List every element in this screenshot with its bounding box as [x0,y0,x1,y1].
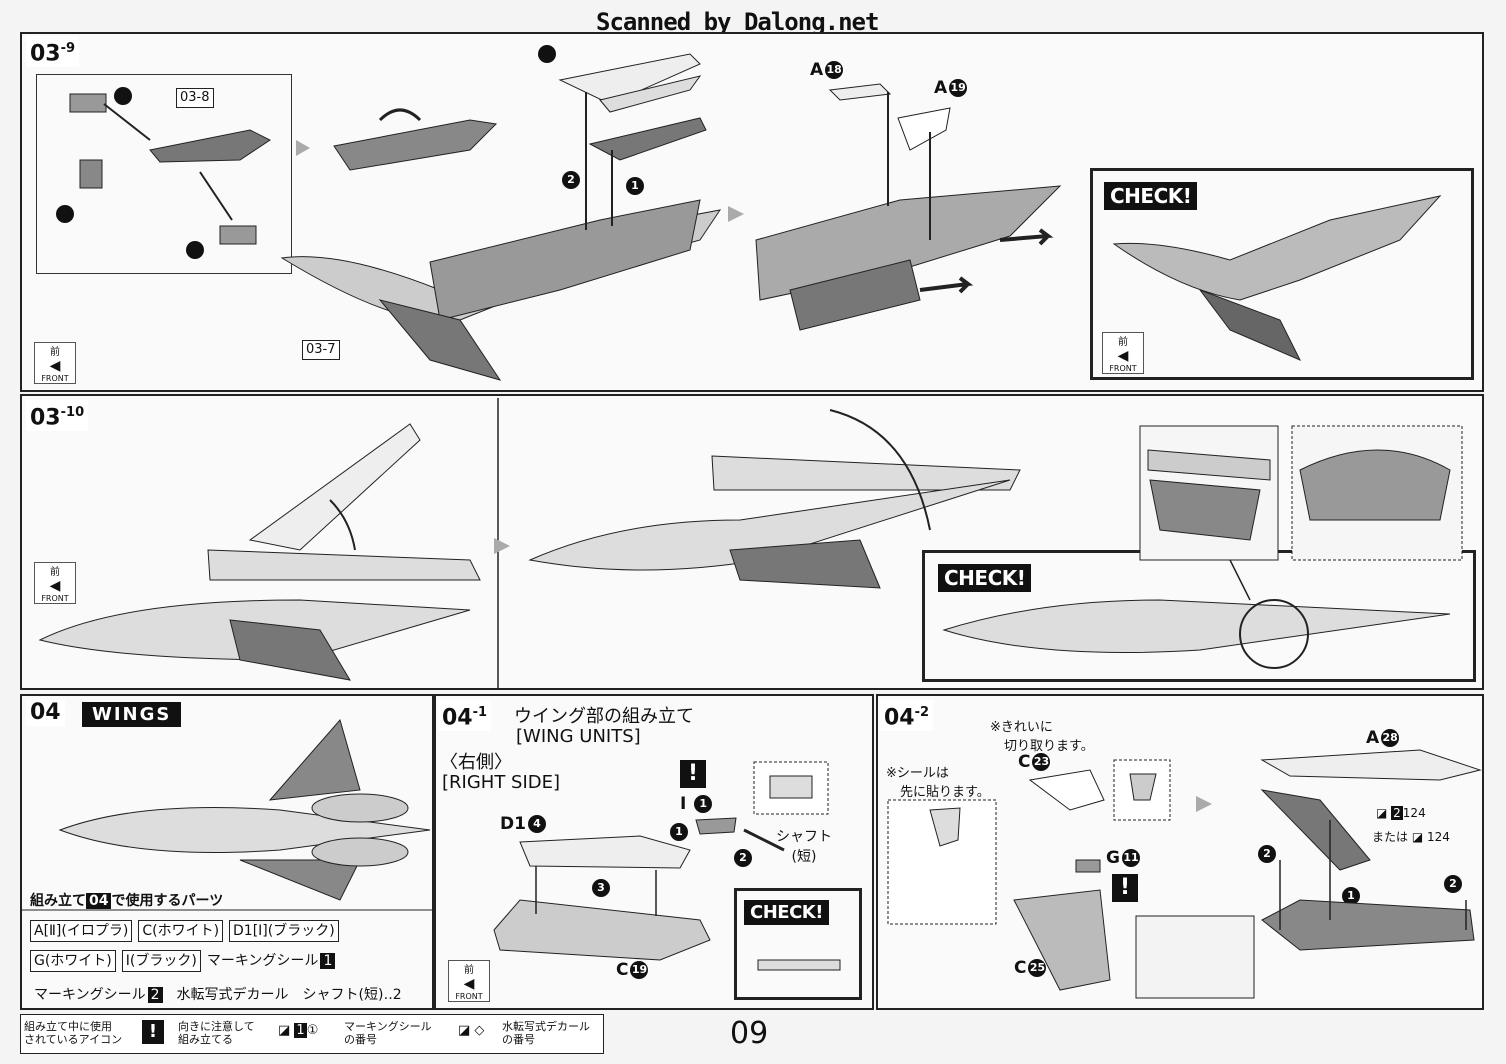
order-1: 1 [1340,886,1360,906]
step-number-04: 04 [26,700,65,726]
side-en: [RIGHT SIDE] [442,772,561,793]
title-en: [WING UNITS] [516,726,641,747]
caution-icon: ! [1112,874,1138,902]
legend-orientation: 向きに注意して組み立てる [178,1020,255,1046]
part-d1-12-label [536,44,556,64]
side-jp: 〈右側〉 [440,752,512,773]
step-number-03-9: 03-9 [26,36,80,68]
page-number: 09 [730,1016,769,1051]
legend-heading: 組み立て中に使用されているアイコン [24,1020,123,1046]
front-indicator: 前◀FRONT [1102,332,1144,374]
order-3: 3 [590,878,610,898]
step-number-04-2: 04-2 [880,700,934,732]
ref-03-7: 03-7 [302,340,340,360]
order-1: 1 [624,176,644,196]
note-sticker-first: ※シールは先に貼ります。 [886,766,990,800]
caution-icon: ! [142,1020,164,1044]
front-indicator: 前◀FRONT [448,960,490,1002]
part-f9-label [54,204,74,224]
step-number-03-10: 03-10 [26,400,89,432]
step-main: 03 [30,41,61,67]
order-2-right: 2 [1442,874,1462,894]
part-i1-label: I 1 [680,794,713,814]
legend-water-decal: 水転写式デカールの番号 [502,1020,590,1046]
check-box-04-1 [734,888,862,1000]
check-badge: CHECK! [744,900,829,925]
sticker-or-right: または ◪ 124 [1372,830,1450,844]
icon-legend [20,1014,604,1054]
ref-03-8: 03-8 [176,88,214,108]
order-2: 2 [732,848,752,868]
wings-title: WINGS [82,702,182,727]
caution-icon: ! [680,760,706,788]
order-1: 1 [668,822,688,842]
watermark: Scanned by Dalong.net [596,8,879,36]
order-2: 2 [560,170,580,190]
part-i6-label [184,240,204,260]
check-badge: CHECK! [938,564,1032,592]
front-indicator: 前◀FRONT [34,342,76,384]
legend-decal-icon: ◪ ◇ [458,1023,485,1038]
title-jp: ウイング部の組み立て [514,706,694,727]
step-number-04-1: 04-1 [438,700,492,732]
step-sub: -9 [60,41,76,56]
part-i5-label [112,86,132,106]
front-indicator: 前◀FRONT [34,562,76,604]
check-badge: CHECK! [1104,182,1198,210]
parts-row-1: A[Ⅱ](イロプラ)C(ホワイト)D1[Ⅰ](ブラック) [30,920,345,942]
subassembly-inset [36,74,292,274]
shaft-label: シャフト(短) [776,829,832,865]
order-2-left: 2 [1256,844,1276,864]
note-cut-cleanly: ※きれいに切り取ります。 [990,720,1094,754]
legend-marking-sticker: マーキングシールの番号 [344,1020,432,1046]
